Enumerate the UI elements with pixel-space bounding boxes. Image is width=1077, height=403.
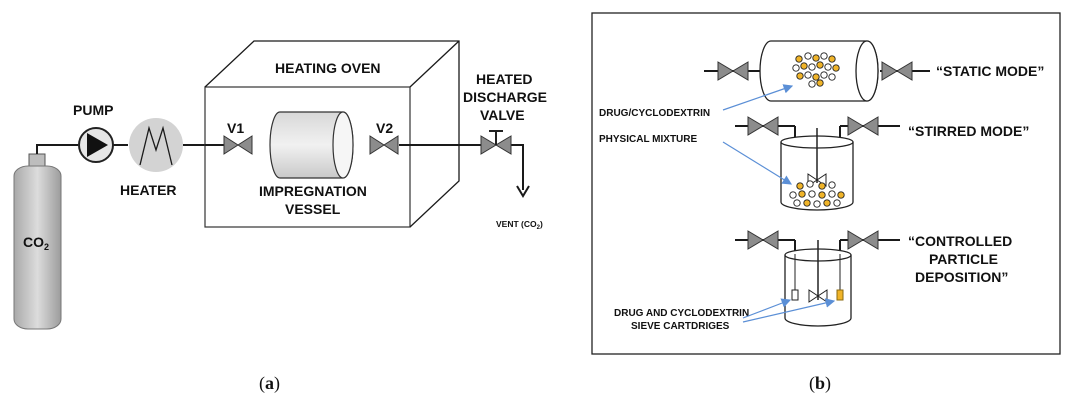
cyclodextrin-particle	[804, 52, 812, 60]
cyclodextrin-particle	[828, 190, 836, 198]
heated-label-line3: VALVE	[480, 107, 525, 123]
cyclodextrin-particle	[804, 71, 812, 79]
drug-particle	[828, 55, 836, 63]
co2-line	[36, 144, 78, 154]
heated-discharge-valve-icon	[480, 130, 512, 155]
svg-text:CO2: CO2	[23, 234, 49, 252]
cyclodextrin-particle	[820, 52, 828, 60]
drug-particle	[796, 72, 804, 80]
drug-particle	[795, 55, 803, 63]
drug-particle	[798, 190, 806, 198]
physical-mixture-label: PHYSICAL MIXTURE	[599, 134, 697, 145]
v1-valve-icon	[223, 135, 253, 155]
cartridges-label-line2: SIEVE CARTDRIGES	[631, 321, 730, 332]
stirred-mode-label: “STIRRED MODE”	[908, 123, 1029, 139]
vent-label: VENT (CO2)	[496, 219, 543, 231]
cyclodextrin-particle	[806, 180, 814, 188]
impregnation-label-line1: IMPREGNATION	[259, 183, 367, 199]
cartridge-arrow-2	[742, 298, 836, 323]
cyclodextrin-particle	[820, 71, 828, 79]
drug-particle	[800, 62, 808, 70]
drug-particle	[816, 61, 824, 69]
drug-particle	[837, 191, 845, 199]
physical-mixture-arrow	[722, 141, 793, 185]
stirred-mode-setup	[735, 116, 900, 211]
pump-icon	[78, 127, 114, 163]
vent-line	[511, 144, 524, 190]
cyclodextrin-particle	[828, 73, 836, 81]
caption-b: (b)	[809, 373, 831, 394]
static-particles	[792, 52, 840, 88]
cartridge-arrow-1	[742, 298, 792, 319]
drug-particle	[796, 182, 804, 190]
heating-oven-box	[204, 40, 460, 228]
panel-b: “STATIC MODE” DRUG/CYCLODEXTRIN “STIRRED…	[591, 12, 1061, 394]
cyclodextrin-particle	[792, 64, 800, 72]
controlled-label-line1: “CONTROLLED	[908, 233, 1012, 249]
panel-a: CO2 PUMP HEATER HEATING OVEN	[13, 40, 547, 394]
heated-label-line1: HEATED	[476, 71, 533, 87]
heated-label-line2: DISCHARGE	[463, 89, 547, 105]
cyclodextrin-particle	[833, 199, 841, 207]
cyclodextrin-particle	[789, 191, 797, 199]
drug-particle	[816, 79, 824, 87]
controlled-label-line2: PARTICLE	[929, 251, 998, 267]
static-mode-label: “STATIC MODE”	[936, 63, 1044, 79]
drug-particle	[832, 64, 840, 72]
cyclodextrin-cartridge	[791, 289, 799, 301]
stirred-particles	[789, 180, 845, 208]
cyclodextrin-particle	[813, 200, 821, 208]
drug-cyclodextrin-arrow	[722, 84, 794, 111]
drug-cartridge	[836, 289, 844, 301]
drug-particle	[818, 182, 826, 190]
heater-label: HEATER	[120, 182, 177, 198]
impregnation-label-line2: VESSEL	[285, 201, 341, 217]
co2-subscript: 2	[44, 242, 49, 252]
drug-cyclodextrin-label: DRUG/CYCLODEXTRIN	[599, 108, 710, 119]
v1-label: V1	[227, 120, 244, 136]
heater-icon	[129, 118, 183, 172]
co2-cylinder: CO2	[13, 153, 62, 330]
cartridges-label-line1: DRUG AND CYCLODEXTRIN	[614, 308, 749, 319]
cyclodextrin-particle	[808, 190, 816, 198]
pump-label: PUMP	[73, 102, 113, 118]
caption-a: (a)	[259, 373, 280, 394]
cyclodextrin-particle	[824, 63, 832, 71]
vent-arrow-head	[516, 185, 530, 198]
cyclodextrin-particle	[828, 181, 836, 189]
cyclodextrin-particle	[808, 80, 816, 88]
controlled-label-line3: DEPOSITION”	[915, 269, 1008, 285]
co2-label: CO	[23, 234, 44, 250]
drug-particle	[812, 73, 820, 81]
cyclodextrin-particle	[793, 199, 801, 207]
drug-particle	[818, 191, 826, 199]
heating-oven-label: HEATING OVEN	[275, 60, 381, 76]
drug-particle	[812, 54, 820, 62]
impregnation-vessel	[269, 111, 354, 179]
v2-label: V2	[376, 120, 393, 136]
drug-particle	[803, 199, 811, 207]
cyclodextrin-particle	[808, 63, 816, 71]
drug-particle	[823, 199, 831, 207]
v2-valve-icon	[369, 135, 399, 155]
